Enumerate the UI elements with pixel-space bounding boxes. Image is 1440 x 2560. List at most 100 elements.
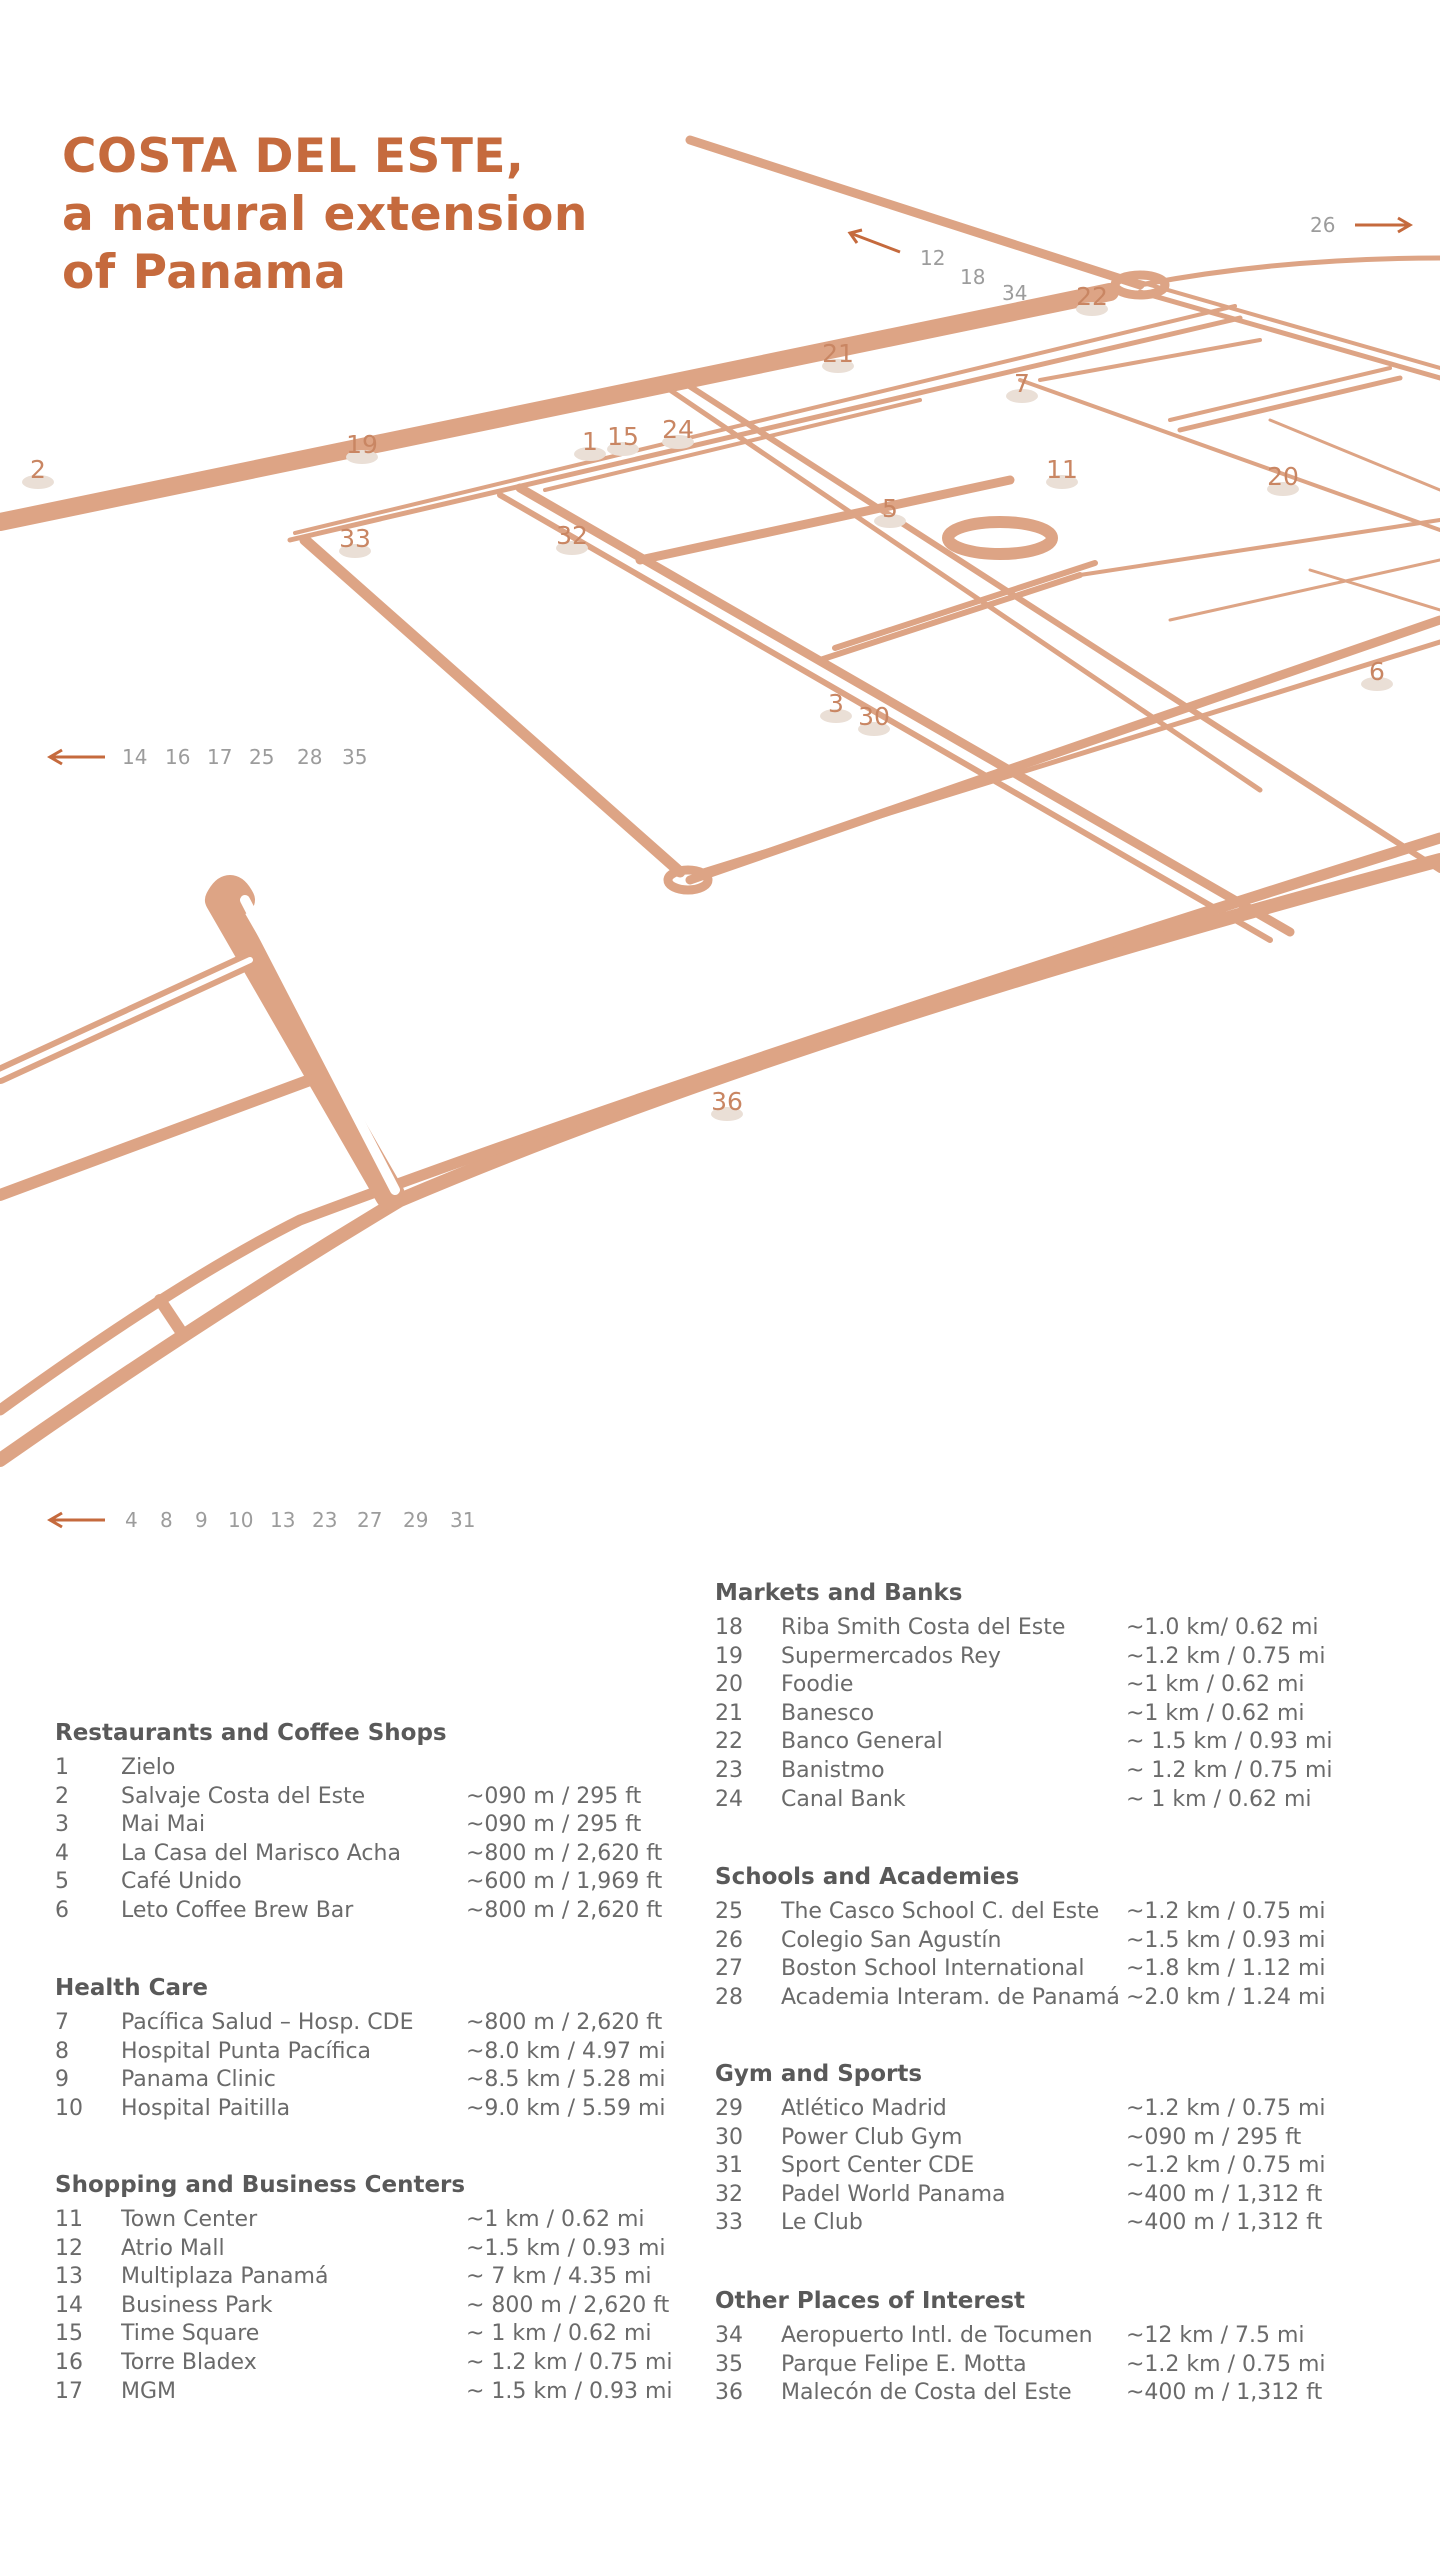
legend-item-number: 20 [715,1672,743,1698]
road [154,1294,186,1336]
legend-item-distance: ~1 km / 0.62 mi [466,2207,645,2232]
left-arrow-icon [47,748,105,766]
legend-item-name: Banistmo [781,1757,885,1783]
legend-item-number: 30 [715,2124,743,2150]
legend-item-name: Malecón de Costa del Este [781,2380,1072,2406]
marker-dot [574,447,606,461]
arrow-group-mid-left: 14 16 17 25 28 35 [47,745,367,769]
legend-item-name: Panama Clinic [121,2067,276,2093]
map-marker: 2 [22,455,54,489]
legend-item-distance: ~1.2 km / 0.75 mi [1126,2096,1326,2121]
legend-item-number: 22 [715,1729,743,1755]
legend-item-distance: ~1.2 km / 0.75 mi [1126,1643,1326,1669]
page-title: COSTA DEL ESTE, a natural extension of P… [62,128,588,302]
arrow-label: 28 [297,745,322,769]
legend-item-name: Multiplaza Panamá [121,2264,329,2290]
road [299,534,686,878]
marker-dot [556,541,588,555]
marker-dot [1046,475,1078,489]
map-marker: 36 [711,1087,743,1121]
marker-label: 5 [882,494,898,523]
legend-item-number: 36 [715,2380,743,2406]
road [0,853,1440,1467]
legend-item-name: Padel World Panama [781,2181,1006,2207]
road [677,377,1440,873]
legend-item-name: Colegio San Agustín [781,1927,1002,1953]
legend-heading: Shopping and Business Centers [55,2172,466,2198]
arrow-label: 13 [270,1508,295,1532]
road [293,304,1237,535]
legend-item-number: 29 [715,2096,743,2121]
legend-item-distance: ~090 m / 295 ft [1126,2124,1302,2150]
marker-label: 30 [858,702,890,731]
roundabout [663,865,713,895]
legend-item-distance: ~600 m / 1,969 ft [466,1869,663,1895]
legend-item-number: 17 [55,2378,83,2404]
legend-heading: Health Care [55,1975,208,2001]
road [1268,418,1440,492]
arrow-label: 26 [1310,213,1335,237]
legend-item-number: 28 [715,1984,743,2010]
legend-item-distance: ~ 7 km / 4.35 mi [466,2264,652,2290]
road [1137,289,1440,381]
legend-item-name: Business Park [121,2292,273,2318]
legend-item-name: Pacífica Salud – Hosp. CDE [121,2010,414,2035]
legend-item-number: 21 [715,1700,743,1726]
road [1137,255,1440,288]
legend-item-number: 24 [715,1786,743,1812]
legend-item-number: 14 [55,2292,83,2318]
road [0,1074,316,1201]
legend-item-number: 2 [55,1783,69,1809]
marker-label: 36 [711,1087,743,1116]
road [240,895,400,1195]
map-marker: 3 [820,689,852,723]
legend-item-distance: ~1.2 km / 0.75 mi [1126,1899,1326,1924]
legend-item-number: 27 [715,1956,743,1982]
legend-item-name: Atrio Mall [121,2235,225,2261]
map-marker: 20 [1267,462,1299,496]
legend-item-number: 34 [715,2323,743,2348]
legend-heading: Other Places of Interest [715,2288,1026,2314]
marker-dot [820,709,852,723]
title-line: a natural extension [62,187,588,242]
legend-item-name: Riba Smith Costa del Este [781,1615,1066,1640]
legend-item-number: 19 [715,1643,743,1669]
map-marker: 5 [874,494,906,528]
marker-dot [662,435,694,449]
roads [0,135,1440,1467]
legend-item-name: Salvaje Costa del Este [121,1783,366,1809]
legend-item-distance: ~ 1.5 km / 0.93 mi [1126,1729,1333,1755]
right-arrow-icon [1355,216,1413,234]
arrow-label: 17 [207,745,232,769]
legend-item-distance: ~ 1.2 km / 0.75 mi [466,2349,673,2375]
legend-item-distance: ~1.5 km / 0.93 mi [1126,1927,1326,1953]
arrow-label: 25 [249,745,274,769]
arrow-label: 35 [342,745,367,769]
legend-item-number: 7 [55,2010,69,2035]
legend-item-name: Foodie [781,1672,854,1698]
marker-dot [346,450,378,464]
road [697,639,1440,875]
marker-dot [1006,389,1038,403]
road [287,315,1243,543]
legend-item-distance: ~1.5 km / 0.93 mi [466,2235,666,2261]
legend-item-distance: ~1 km / 0.62 mi [1126,1700,1305,1726]
legend-item-number: 12 [55,2235,83,2261]
legend-item-number: 13 [55,2264,83,2290]
